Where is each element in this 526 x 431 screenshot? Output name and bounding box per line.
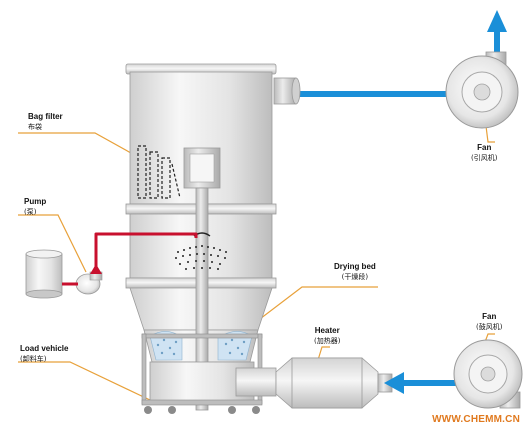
- label-bag-filter-zh: 布袋: [28, 123, 42, 131]
- heater-unit: [235, 357, 393, 409]
- leader-pump: [18, 214, 87, 273]
- label-pump-zh: (泵): [24, 208, 37, 216]
- label-bag-filter-en: Bag filter: [28, 112, 63, 121]
- label-load-vehicle: Load vehicle (卸料车): [20, 344, 68, 364]
- leader-lines: [18, 109, 495, 401]
- label-fan-exhaust-en: Fan: [477, 143, 492, 152]
- label-fan-blower-en: Fan: [482, 312, 497, 321]
- label-heater: Heater (加热器): [314, 326, 340, 346]
- exhaust-fan: [445, 51, 519, 129]
- spray-pattern: [175, 245, 227, 270]
- pump-unit: [75, 271, 103, 295]
- label-heater-en: Heater: [314, 326, 340, 335]
- inlet-air-flow: [384, 372, 466, 394]
- watermark-text: WWW.CHEMM.CN: [432, 414, 520, 425]
- label-fan-exhaust: Fan (引风机): [471, 143, 497, 163]
- label-heater-zh: (加热器): [314, 337, 341, 345]
- fan-outlet-arrow-shaft: [494, 30, 500, 58]
- bag-filter-element: [137, 145, 181, 199]
- leader-drying-bed: [247, 286, 378, 329]
- feed-tank: [25, 249, 63, 299]
- leader-bag-filter: [18, 132, 141, 159]
- dryer-tower: [125, 63, 301, 411]
- label-load-vehicle-en: Load vehicle: [20, 344, 69, 353]
- liquid-feed-arrow: [90, 264, 102, 274]
- label-drying-bed-zh: (干燥段): [341, 273, 369, 281]
- label-pump: Pump (泵): [24, 197, 46, 217]
- label-bag-filter: Bag filter 布袋: [28, 112, 63, 132]
- label-load-vehicle-zh: (卸料车): [20, 355, 47, 363]
- label-drying-bed-en: Drying bed: [334, 262, 376, 271]
- label-pump-en: Pump: [24, 197, 47, 206]
- leader-heater: [317, 346, 330, 361]
- leader-load-vehicle: [18, 361, 151, 401]
- exhaust-duct-arrow-shaft: [296, 91, 456, 97]
- fan-outlet-arrow-head: [487, 10, 507, 32]
- blower-fan: [453, 339, 523, 409]
- label-fan-blower-zh: (鼓风机): [476, 323, 503, 331]
- label-fan-exhaust-zh: (引风机): [471, 154, 498, 162]
- label-drying-bed: Drying bed (干燥段): [334, 262, 376, 282]
- label-fan-blower: Fan (鼓风机): [476, 312, 502, 332]
- liquid-feed-line: [62, 232, 198, 286]
